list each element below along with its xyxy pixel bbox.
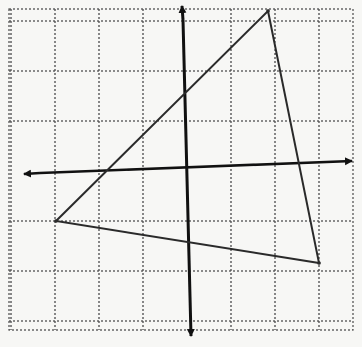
- grid-border: [8, 8, 354, 331]
- triangle-group: [53, 8, 321, 265]
- triangle-vertex: [317, 261, 321, 265]
- triangle-vertex: [54, 219, 58, 223]
- y-axis-top-arrow: [178, 5, 187, 21]
- axes: [23, 5, 353, 337]
- triangle: [53, 8, 321, 265]
- triangle-vertex: [266, 9, 270, 13]
- x-axis: [39, 157, 353, 175]
- grid: [8, 8, 354, 331]
- x-axis-left-arrow: [23, 169, 41, 178]
- y-axis: [181, 19, 195, 337]
